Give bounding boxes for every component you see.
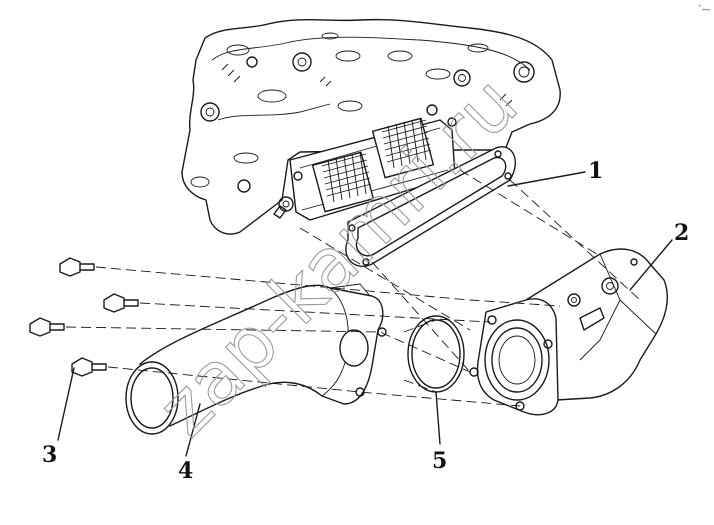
part-3-bolts — [29, 257, 139, 377]
bolt-c — [29, 317, 65, 337]
head-bolt-bosses — [200, 52, 535, 212]
callout-1: 1 — [588, 158, 603, 184]
callout-5: 5 — [432, 448, 447, 474]
part-4-intake-pipe — [125, 283, 387, 435]
callout-4: 4 — [178, 458, 193, 484]
assembly-guide-lines — [65, 169, 641, 407]
bolt-a — [59, 257, 95, 277]
part-2-manifold — [469, 248, 668, 416]
connector-pins-1 — [321, 151, 372, 203]
corner-mark: ´— — [697, 4, 711, 15]
leader-lines — [57, 171, 673, 457]
part-1-gasket — [345, 146, 516, 267]
bolt-d — [71, 357, 107, 377]
head-shading — [221, 63, 513, 107]
callout-2: 2 — [674, 220, 689, 246]
ecu-module — [273, 117, 457, 221]
connector-pins-2 — [381, 117, 432, 169]
part-5-o-ring — [407, 315, 465, 393]
callout-3: 3 — [42, 442, 57, 468]
head-oval-ports — [190, 32, 489, 188]
bolt-b — [103, 293, 139, 313]
cylinder-head — [181, 18, 561, 235]
